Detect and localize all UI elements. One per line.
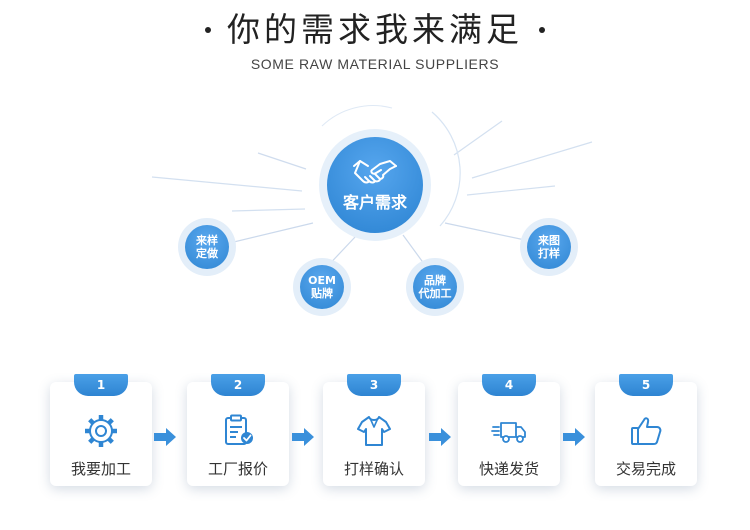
title-dot-right bbox=[539, 27, 545, 33]
service-line: 品牌 bbox=[424, 274, 446, 287]
step-number-badge: 4 bbox=[482, 374, 536, 396]
arrow-right-icon bbox=[563, 428, 585, 446]
step-label: 交易完成 bbox=[615, 460, 676, 478]
service-line: 代加工 bbox=[418, 287, 452, 300]
step-label: 打样确认 bbox=[343, 460, 404, 478]
page-title: 你的需求我来满足 bbox=[227, 10, 523, 49]
arrow-right-icon bbox=[429, 428, 451, 446]
gear-icon bbox=[85, 415, 117, 447]
arrow-right-icon bbox=[154, 428, 176, 446]
step-number-badge: 2 bbox=[211, 374, 265, 396]
customer-demand-label: 客户需求 bbox=[342, 193, 407, 212]
ray-line bbox=[471, 141, 593, 179]
step-label: 工厂报价 bbox=[207, 460, 268, 478]
handshake-icon bbox=[353, 160, 397, 184]
tshirt-icon bbox=[357, 416, 391, 446]
step-number-badge: 3 bbox=[347, 374, 401, 396]
step-card: 5 交易完成 bbox=[595, 374, 697, 486]
ray-line bbox=[444, 222, 526, 241]
arrow-right-icon bbox=[292, 428, 314, 446]
customer-demand-circle: 客户需求 bbox=[319, 129, 431, 241]
step-number-badge: 5 bbox=[619, 374, 673, 396]
step-card: 2 工厂报价 bbox=[187, 374, 289, 486]
step-card: 4 快递发货 bbox=[458, 374, 560, 486]
service-line: 来样 bbox=[196, 234, 218, 247]
service-line: 来图 bbox=[538, 234, 560, 247]
service-drawing-sample: 来图打样 bbox=[520, 218, 578, 276]
service-brand-processing: 品牌代加工 bbox=[406, 258, 464, 316]
step-label: 我要加工 bbox=[70, 460, 131, 478]
thumbs-up-icon bbox=[631, 417, 662, 445]
service-inner: 来样定做 bbox=[185, 225, 229, 269]
service-line: 打样 bbox=[538, 247, 560, 260]
service-line: OEM bbox=[308, 274, 336, 287]
title-dot-left bbox=[205, 27, 211, 33]
ray-line bbox=[453, 120, 503, 156]
title-row: 你的需求我来满足 bbox=[0, 8, 750, 52]
ray-line bbox=[151, 176, 303, 192]
step-card: 1 我要加工 bbox=[50, 374, 152, 486]
delivery-truck-icon bbox=[491, 422, 526, 443]
ray-line bbox=[257, 152, 307, 170]
service-custom-sample: 来样定做 bbox=[178, 218, 236, 276]
customer-demand-inner: 客户需求 bbox=[327, 137, 423, 233]
step-card: 3 打样确认 bbox=[323, 374, 425, 486]
service-inner: 品牌代加工 bbox=[413, 265, 457, 309]
ray-line bbox=[231, 208, 306, 212]
step-label: 快递发货 bbox=[478, 460, 539, 478]
ray-line bbox=[466, 185, 556, 196]
clipboard-check-icon bbox=[225, 414, 253, 445]
service-line: 定做 bbox=[196, 247, 218, 260]
service-inner: 来图打样 bbox=[527, 225, 571, 269]
orbit-arc bbox=[431, 111, 461, 227]
page-subtitle: SOME RAW MATERIAL SUPPLIERS bbox=[250, 56, 500, 72]
step-number-badge: 1 bbox=[74, 374, 128, 396]
header: 你的需求我来满足 SOME RAW MATERIAL SUPPLIERS bbox=[0, 8, 750, 72]
service-line: 贴牌 bbox=[311, 287, 333, 300]
orbit-arc bbox=[321, 105, 393, 127]
